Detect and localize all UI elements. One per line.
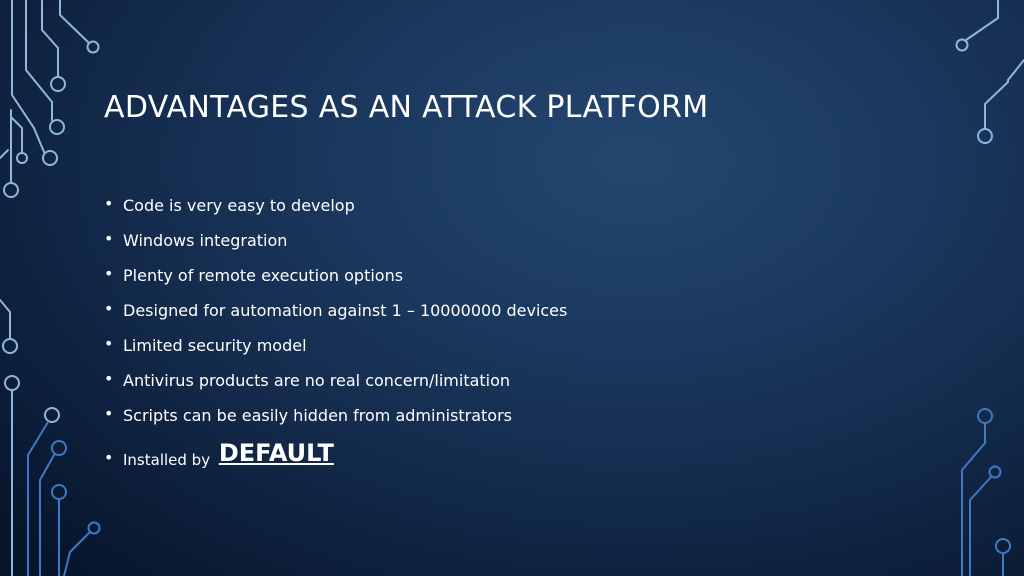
- list-item-installed: • Installed by DEFAULT: [104, 433, 804, 473]
- bullet-dot: •: [104, 264, 114, 283]
- list-item: • Code is very easy to develop: [104, 188, 804, 223]
- bullet-dot: •: [104, 404, 114, 423]
- list-item: • Scripts can be easily hidden from admin…: [104, 398, 804, 433]
- bullet-dot: •: [104, 334, 114, 353]
- list-item: • Plenty of remote execution options: [104, 258, 804, 293]
- list-item: • Limited security model: [104, 328, 804, 363]
- bullet-dot: •: [104, 448, 114, 467]
- bullet-text: Antivirus products are no real concern/l…: [123, 371, 511, 390]
- circuit-bottom-right: [961, 408, 1011, 576]
- bullet-dot: •: [104, 229, 114, 248]
- list-item: • Designed for automation against 1 – 100…: [104, 293, 804, 328]
- bullet-text: Plenty of remote execution options: [123, 266, 404, 285]
- list-item: • Antivirus products are no real concern/…: [104, 363, 804, 398]
- circuit-bottom-left: [0, 299, 101, 576]
- bullet-dot: •: [104, 194, 114, 213]
- bullet-dot: •: [104, 299, 114, 318]
- bullet-text: Code is very easy to develop: [123, 196, 355, 215]
- circuit-top-left: [0, 0, 100, 198]
- bullet-text: Designed for automation against 1 – 1000…: [123, 301, 568, 320]
- slide-title: ADVANTAGES AS AN ATTACK PLATFORM: [104, 90, 709, 125]
- bullet-text: Limited security model: [123, 336, 307, 355]
- bullet-text: Windows integration: [123, 231, 288, 250]
- bullet-text-prefix: Installed by: [123, 451, 211, 469]
- bullet-text: Scripts can be easily hidden from admini…: [123, 406, 513, 425]
- bullet-list: • Code is very easy to develop • Windows i…: [104, 188, 804, 473]
- default-emphasis: DEFAULT: [218, 439, 334, 467]
- bullet-dot: •: [104, 369, 114, 388]
- circuit-top-right: [955, 0, 1024, 144]
- list-item: • Windows integration: [104, 223, 804, 258]
